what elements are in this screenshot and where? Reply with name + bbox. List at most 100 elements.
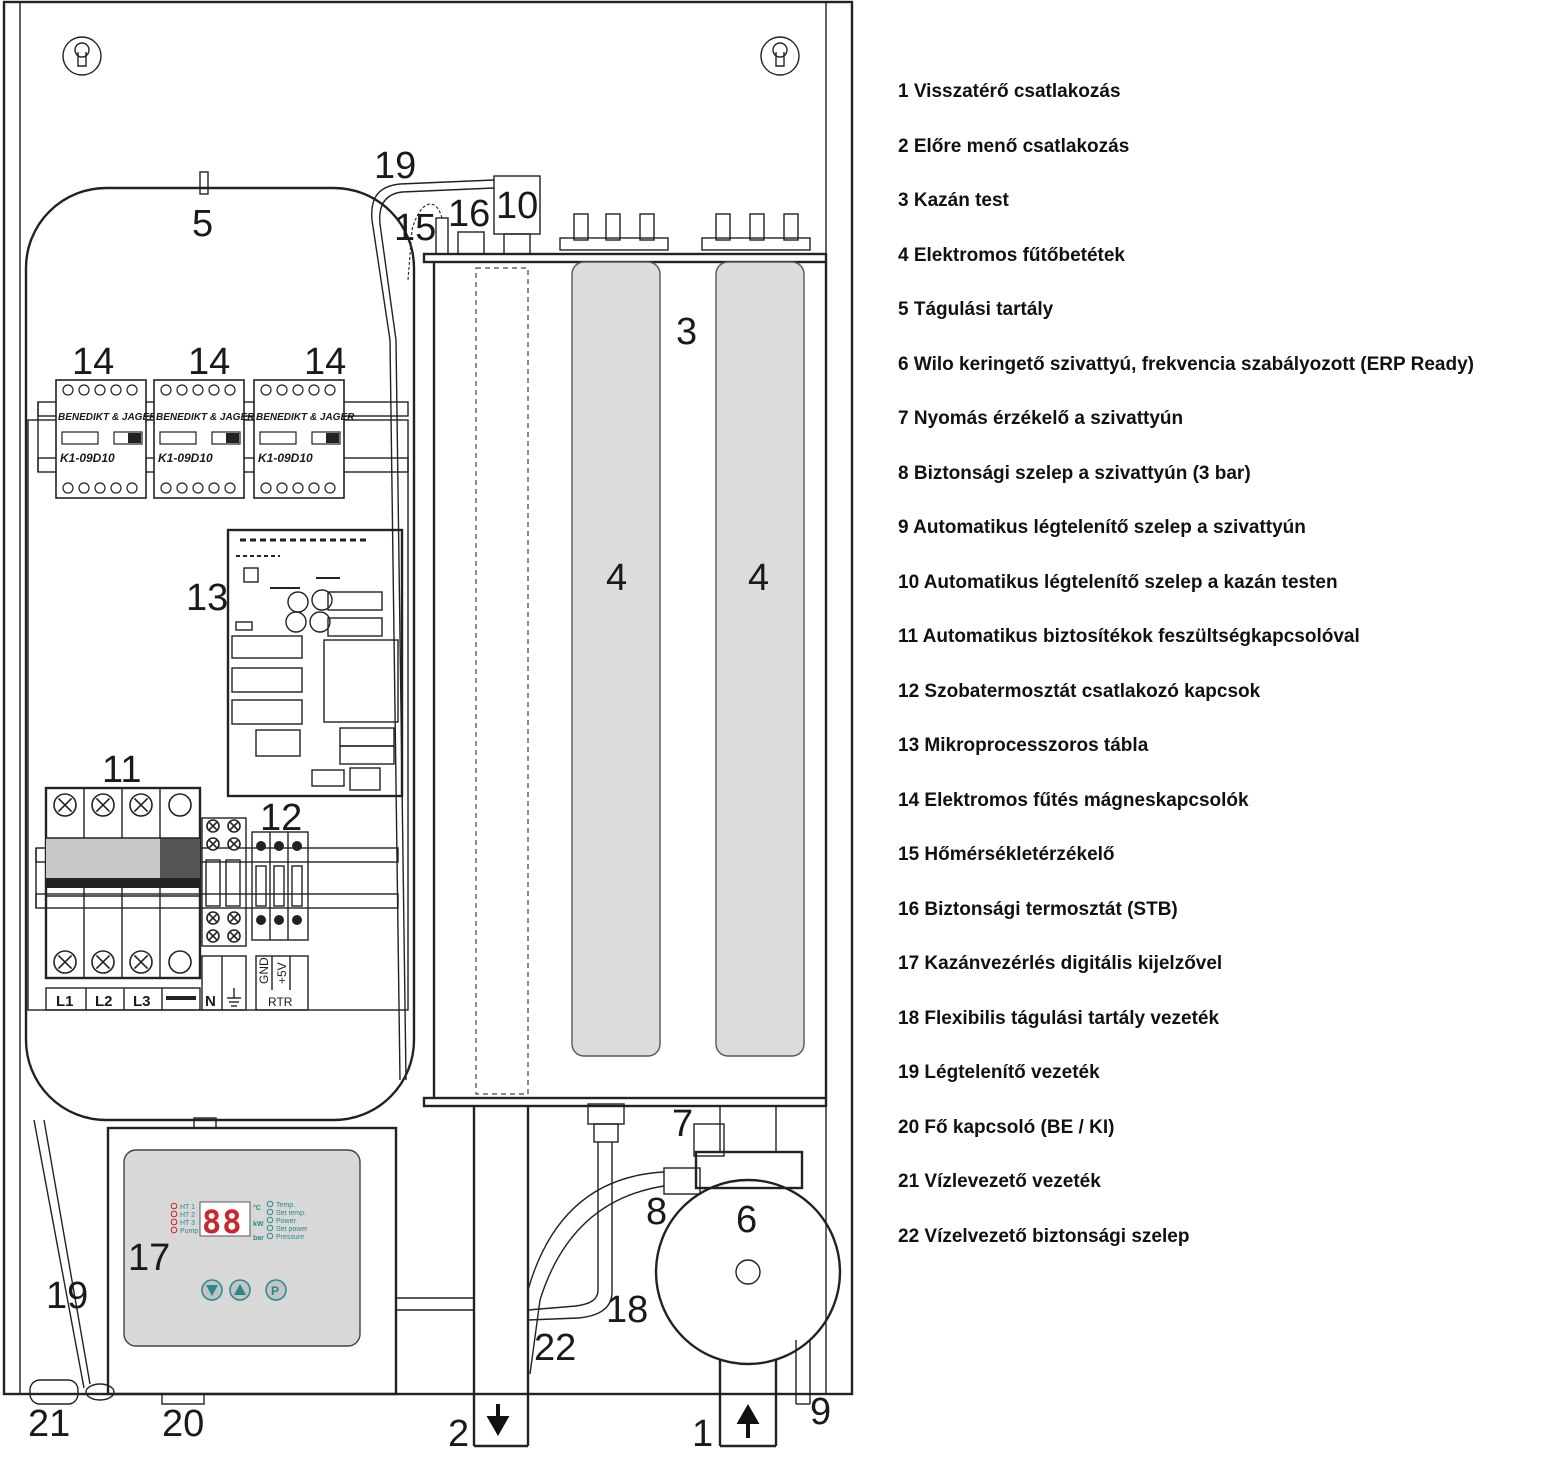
callout-5: 5 xyxy=(192,203,213,245)
legend-item: 5 Tágulási tartály xyxy=(898,299,1054,320)
contactor-2: BENEDIKT & JAGER K1-09D10 xyxy=(153,379,255,499)
contactor-brand: BENEDIKT & JAGER xyxy=(256,412,355,423)
legend-item: 13 Mikroprocesszoros tábla xyxy=(898,735,1149,756)
legend-item: 11 Automatikus biztosítékok feszültségka… xyxy=(898,626,1360,647)
down-button[interactable] xyxy=(201,1279,223,1301)
callout-6: 6 xyxy=(736,1199,757,1241)
microprocessor-board xyxy=(226,528,404,798)
terminal-n-label: N xyxy=(205,993,216,1010)
mounting-hole-left xyxy=(62,36,102,76)
terminal-rtr-label: RTR xyxy=(268,995,293,1009)
led-label: Power xyxy=(276,1218,297,1225)
air-vent-valve-boiler xyxy=(493,175,541,255)
callout-3: 3 xyxy=(676,311,697,353)
circuit-breakers xyxy=(44,786,202,980)
led-label: Set temp. xyxy=(276,1210,306,1217)
led-label: Pump xyxy=(180,1228,198,1235)
contactor-model: K1-09D10 xyxy=(158,451,213,465)
legend-item: 19 Légtelenítő vezeték xyxy=(898,1062,1100,1083)
heating-element-right xyxy=(715,261,805,1057)
boiler-body xyxy=(422,252,828,1108)
led-label: Pressure xyxy=(276,1234,304,1241)
terminal-l3-label: L3 xyxy=(133,993,151,1010)
arrow-down-icon xyxy=(206,1285,218,1296)
legend-item: 20 Fő kapcsoló (BE / KI) xyxy=(898,1116,1115,1138)
callout-20: 20 xyxy=(162,1403,204,1445)
callout-16: 16 xyxy=(448,193,490,235)
contactor-3: BENEDIKT & JAGER K1-09D10 xyxy=(253,379,355,499)
terminal-5v-label: +5V xyxy=(275,962,289,984)
callout-11: 11 xyxy=(102,749,141,791)
legend-item: 6 Wilo keringető szivattyú, frekvencia s… xyxy=(898,353,1474,375)
callout-19b: 19 xyxy=(46,1275,88,1317)
drain-line xyxy=(29,1119,115,1405)
air-vent-line xyxy=(371,179,495,1081)
contactor-brand: BENEDIKT & JAGER xyxy=(156,412,255,423)
arrow-up-icon xyxy=(736,1403,760,1438)
legend-item: 4 Elektromos fűtőbetétek xyxy=(898,244,1125,266)
unit-bar: bar xyxy=(253,1235,264,1242)
unit-celsius: °C xyxy=(253,1204,261,1212)
callout-19a: 19 xyxy=(374,145,416,187)
callout-18: 18 xyxy=(606,1289,648,1331)
callout-4a: 4 xyxy=(606,557,627,599)
legend-item: 18 Flexibilis tágulási tartály vezeték xyxy=(898,1007,1220,1029)
callout-14b: 14 xyxy=(188,341,230,383)
pressure-sensor xyxy=(693,1123,725,1157)
callout-15: 15 xyxy=(394,207,436,249)
thermostat-terminals xyxy=(251,831,309,941)
callout-7: 7 xyxy=(672,1103,693,1145)
arrow-down-icon xyxy=(486,1404,510,1437)
safety-thermostat xyxy=(457,231,485,255)
legend-list: 1 Visszatérő csatlakozás 2 Előre menő csa… xyxy=(898,80,1474,1279)
ground-icon xyxy=(227,988,241,1007)
legend-item: 7 Nyomás érzékelő a szivattyún xyxy=(898,408,1184,429)
legend-item: 15 Hőmérsékletérzékelő xyxy=(898,844,1115,865)
led-label: HT 1 xyxy=(180,1204,195,1211)
pump-safety-valve xyxy=(663,1167,701,1195)
callout-4b: 4 xyxy=(748,557,769,599)
program-button-label: P xyxy=(271,1284,279,1298)
callout-9: 9 xyxy=(810,1391,831,1433)
callout-8: 8 xyxy=(646,1191,667,1233)
legend-item: 2 Előre menő csatlakozás xyxy=(898,135,1130,157)
led-label: HT 3 xyxy=(180,1220,195,1227)
legend-item: 8 Biztonsági szelep a szivattyún (3 bar) xyxy=(898,462,1251,484)
program-button[interactable]: P xyxy=(265,1279,287,1301)
heater-terminal-block-left xyxy=(559,213,669,251)
callout-21: 21 xyxy=(28,1403,70,1445)
callout-13: 13 xyxy=(186,577,228,619)
terminal-gnd-label: GND xyxy=(257,957,271,984)
callout-1: 1 xyxy=(692,1413,713,1455)
contactor-model: K1-09D10 xyxy=(60,451,115,465)
expansion-tank xyxy=(24,171,416,1122)
led-label: Set power xyxy=(276,1226,308,1233)
callout-22: 22 xyxy=(534,1327,576,1369)
pump-air-vent xyxy=(795,1340,811,1405)
digital-display: 88 xyxy=(202,1203,243,1241)
legend-item: 9 Automatikus légtelenítő szelep a sziva… xyxy=(898,517,1306,538)
heating-element-left xyxy=(571,261,661,1057)
legend-item: 14 Elektromos fűtés mágneskapcsolók xyxy=(898,789,1249,811)
contactor-model: K1-09D10 xyxy=(258,451,313,465)
expansion-flex-line xyxy=(527,1103,625,1321)
heater-terminal-block-right xyxy=(701,213,811,251)
callout-14c: 14 xyxy=(304,341,346,383)
circulation-pump xyxy=(654,1105,842,1366)
legend-item: 1 Visszatérő csatlakozás xyxy=(898,81,1121,102)
mounting-hole-right xyxy=(760,36,800,76)
legend-item: 10 Automatikus légtelenítő szelep a kazá… xyxy=(898,571,1338,593)
boiler-housing xyxy=(2,0,854,1396)
legend-item: 21 Vízlevezető vezeték xyxy=(898,1171,1101,1192)
up-button[interactable] xyxy=(229,1279,251,1301)
terminal-labels: L1 L2 L3 N GND +5V RTR xyxy=(45,955,309,1011)
legend-item: 12 Szobatermosztát csatlakozó kapcsok xyxy=(898,680,1261,702)
callout-10: 10 xyxy=(496,185,538,227)
callout-12: 12 xyxy=(260,797,302,839)
main-switch[interactable] xyxy=(161,1393,205,1405)
callout-17: 17 xyxy=(128,1237,170,1279)
neutral-terminals xyxy=(201,817,247,947)
callout-2: 2 xyxy=(448,1413,469,1455)
